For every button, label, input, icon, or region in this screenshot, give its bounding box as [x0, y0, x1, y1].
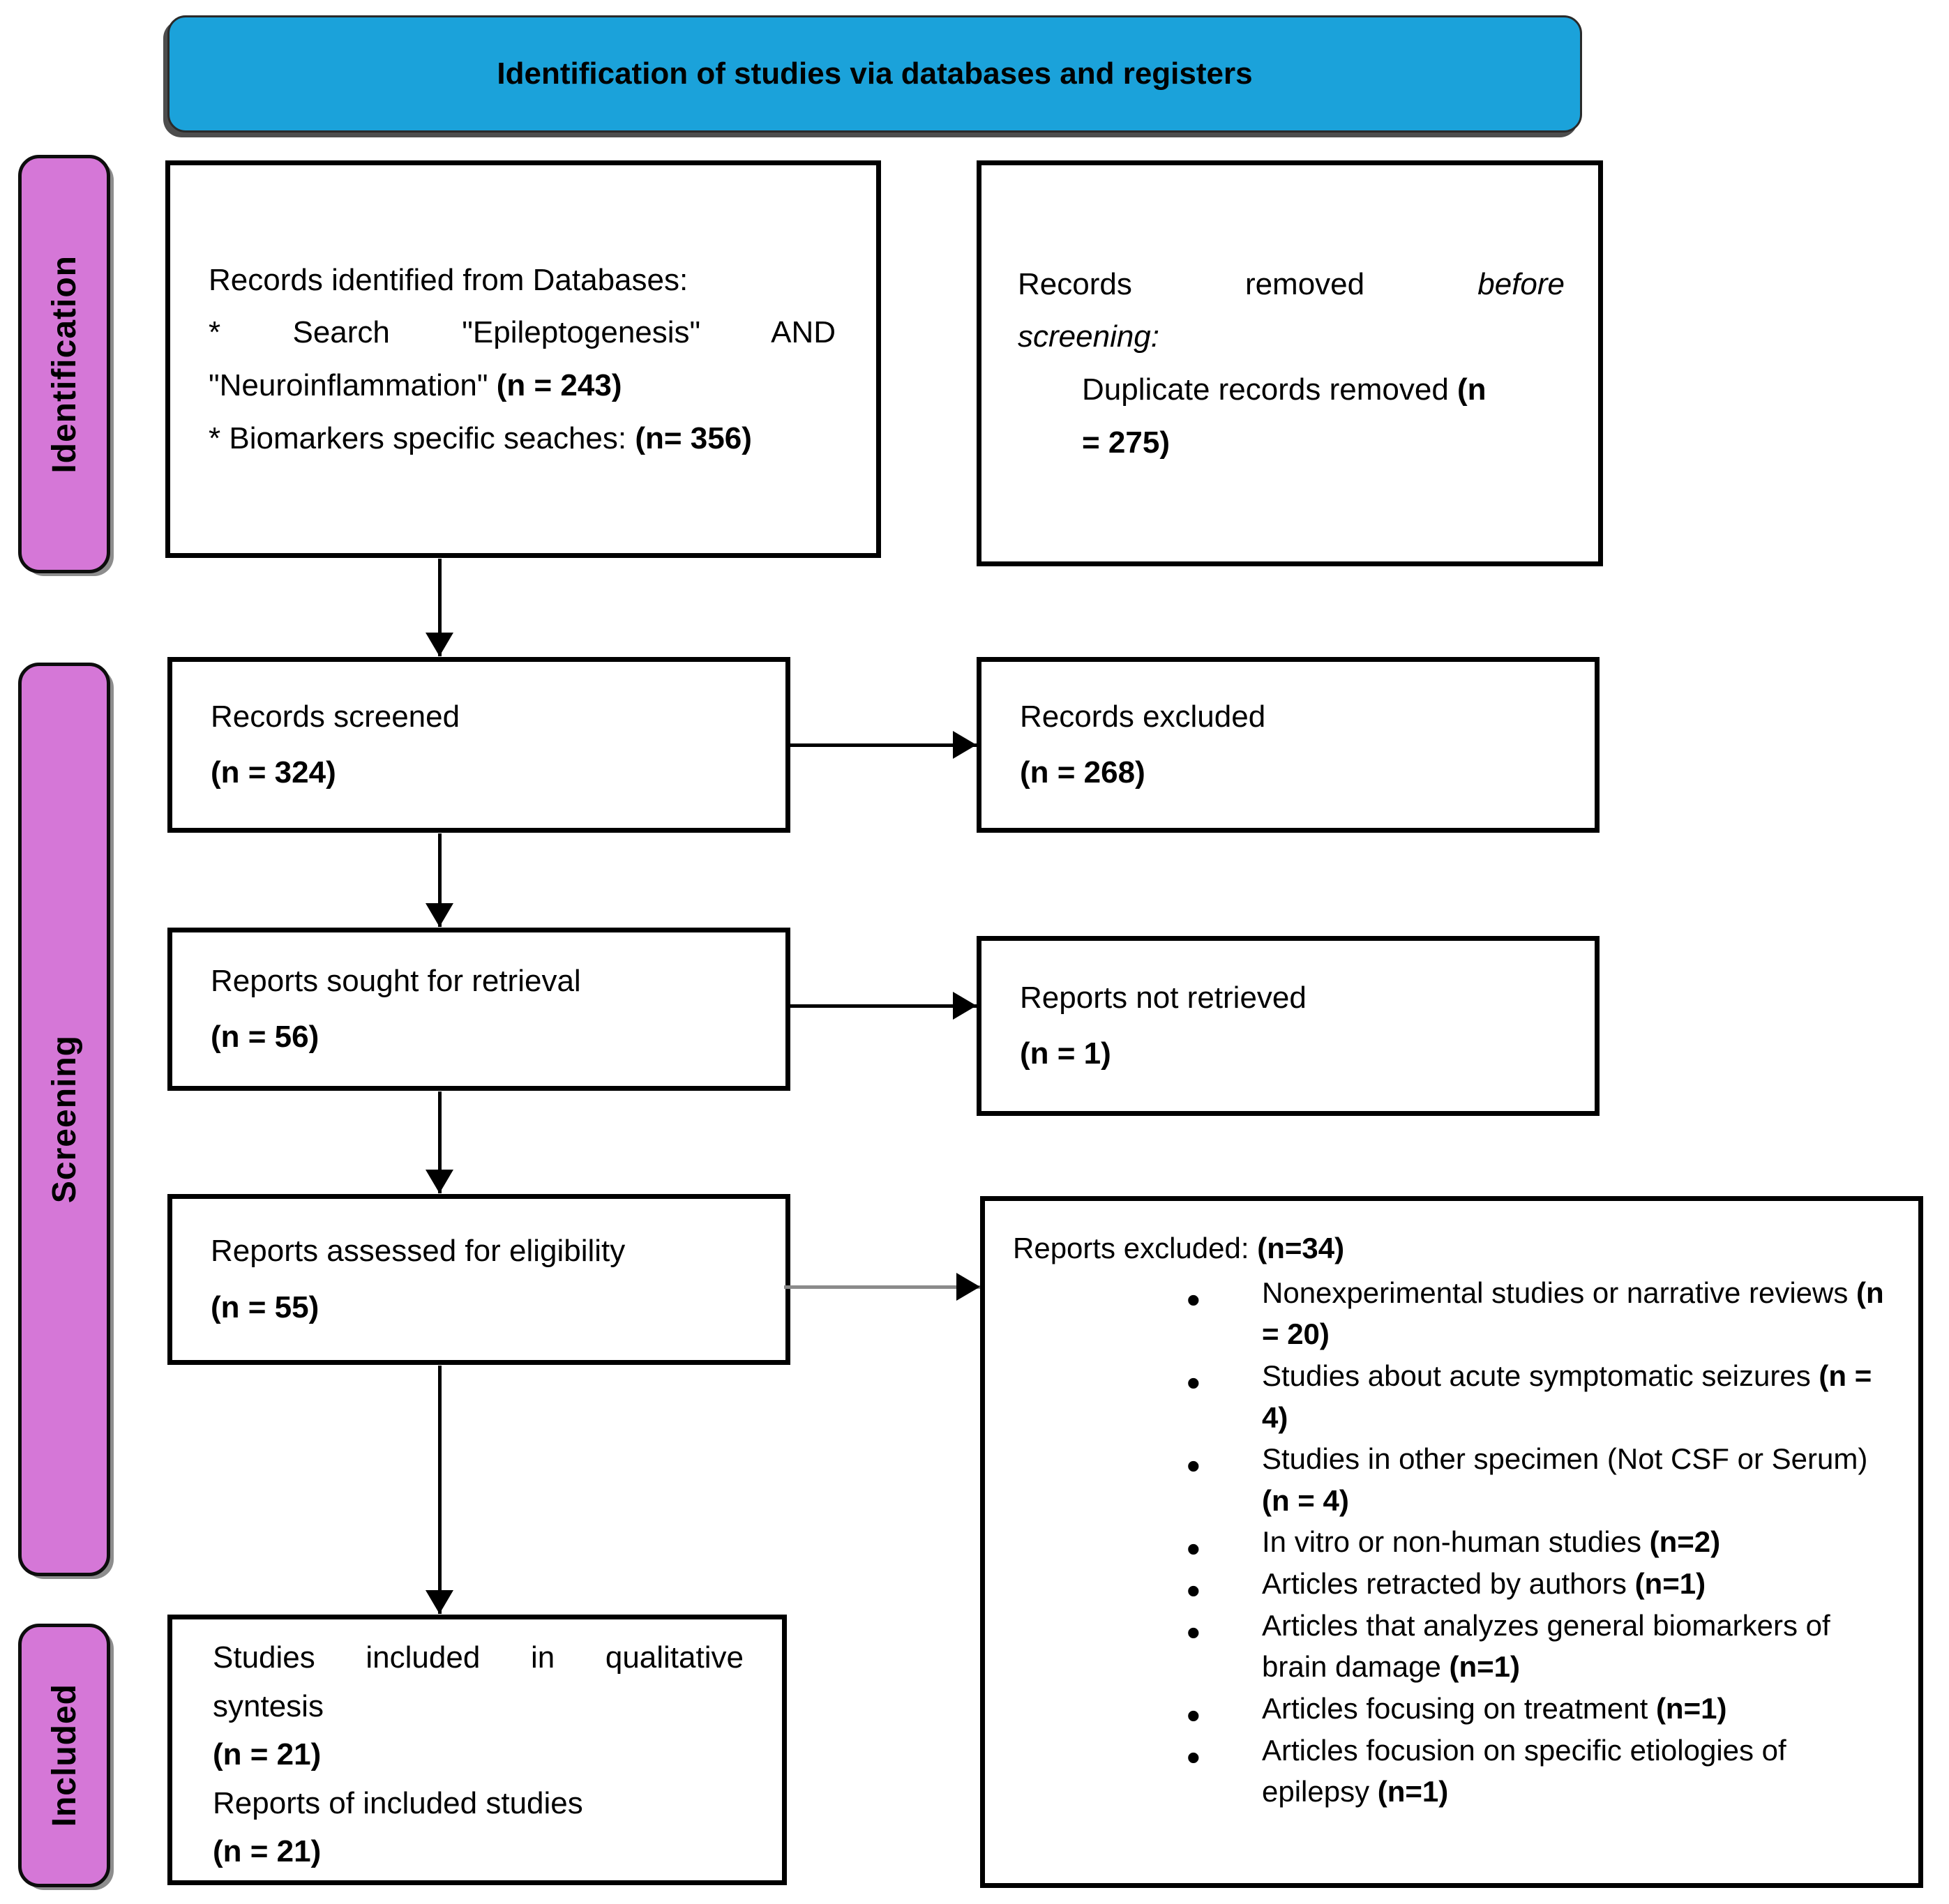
arrow-assessed-to-excluded-detail — [784, 1273, 980, 1301]
excluded-reason-item: Articles retracted by authors (n=1) — [1184, 1563, 1889, 1618]
included-line3: Reports of included studies — [213, 1785, 583, 1820]
arrow-screened-to-sought — [426, 833, 453, 927]
phase-label-identification-text: Identification — [45, 255, 83, 474]
reports-not-retrieved-label: Reports not retrieved — [1020, 980, 1307, 1015]
reports-assessed-label: Reports assessed for eligibility — [211, 1234, 626, 1269]
excluded-reason-item: Articles focusion on specific etiologies… — [1184, 1730, 1889, 1813]
excluded-reason-item: Articles that analyzes general biomarker… — [1184, 1605, 1889, 1688]
records-screened-label: Records screened — [211, 699, 460, 734]
excluded-reason-item: In vitro or non-human studies (n=2) — [1184, 1521, 1889, 1576]
box-reports-excluded-detail: Reports excluded: (n=34) Nonexperimental… — [980, 1196, 1923, 1888]
records-removed-line1: Records removed before — [1018, 266, 1565, 301]
reports-assessed-count: (n = 55) — [211, 1290, 319, 1324]
excluded-reason-item: Nonexperimental studies or narrative rev… — [1184, 1272, 1889, 1355]
included-line1: Studies included in qualitative — [213, 1640, 744, 1675]
included-count-2: (n = 21) — [213, 1834, 322, 1869]
duplicates-removed-line2: = 275) — [1082, 425, 1170, 460]
excluded-reason-item: Studies in other specimen (Not CSF or Se… — [1184, 1438, 1889, 1521]
records-screened-count: (n = 324) — [211, 755, 336, 789]
excluded-reason-item: Articles focusing on treatment (n=1) — [1184, 1688, 1889, 1743]
arrow-sought-to-assessed — [426, 1091, 453, 1193]
arrow-sought-to-not-retrieved — [790, 992, 977, 1020]
reports-sought-label: Reports sought for retrieval — [211, 963, 581, 998]
phase-label-identification: Identification — [18, 155, 110, 573]
phase-label-included: Included — [18, 1624, 110, 1887]
box-studies-included: Studies included in qualitative syntesis… — [167, 1615, 787, 1885]
box-reports-not-retrieved: Reports not retrieved (n = 1) — [977, 936, 1600, 1116]
box-reports-sought: Reports sought for retrieval (n = 56) — [167, 928, 790, 1091]
phase-label-included-text: Included — [45, 1684, 83, 1827]
box-records-identified: Records identified from Databases: * Sea… — [165, 160, 881, 558]
records-identified-biomarkers: * Biomarkers specific seaches: (n= 356) — [209, 421, 752, 455]
phase-label-screening-text: Screening — [45, 1035, 83, 1204]
records-excluded-label: Records excluded — [1020, 699, 1266, 734]
excluded-reasons-list: Nonexperimental studies or narrative rev… — [1184, 1272, 1889, 1813]
box-records-screened: Records screened (n = 324) — [167, 657, 790, 833]
arrow-screened-to-excluded — [790, 731, 977, 759]
included-count-1: (n = 21) — [213, 1737, 322, 1772]
diagram-title: Identification of studies via databases … — [497, 56, 1253, 91]
arrow-assessed-to-included — [426, 1366, 453, 1614]
box-reports-assessed: Reports assessed for eligibility (n = 55… — [167, 1194, 790, 1365]
included-line2: syntesis — [213, 1688, 324, 1723]
reports-excluded-title: Reports excluded: (n=34) — [1013, 1232, 1345, 1264]
phase-label-screening: Screening — [18, 663, 110, 1576]
arrow-identified-to-screened — [426, 559, 453, 656]
records-identified-search: * Search "Epileptogenesis" AND "Neuroinf… — [209, 315, 836, 402]
records-removed-line2: screening: — [1018, 319, 1160, 354]
records-excluded-count: (n = 268) — [1020, 755, 1145, 789]
records-identified-line1: Records identified from Databases: — [209, 262, 688, 297]
reports-sought-count: (n = 56) — [211, 1020, 319, 1054]
duplicates-removed-line1: Duplicate records removed (n — [1082, 372, 1487, 407]
excluded-reason-item: Studies about acute symptomatic seizures… — [1184, 1355, 1889, 1438]
diagram-title-banner: Identification of studies via databases … — [167, 15, 1582, 133]
box-records-removed: Records removed before screening: Duplic… — [977, 160, 1603, 566]
reports-not-retrieved-count: (n = 1) — [1020, 1036, 1111, 1071]
box-records-excluded: Records excluded (n = 268) — [977, 657, 1600, 833]
